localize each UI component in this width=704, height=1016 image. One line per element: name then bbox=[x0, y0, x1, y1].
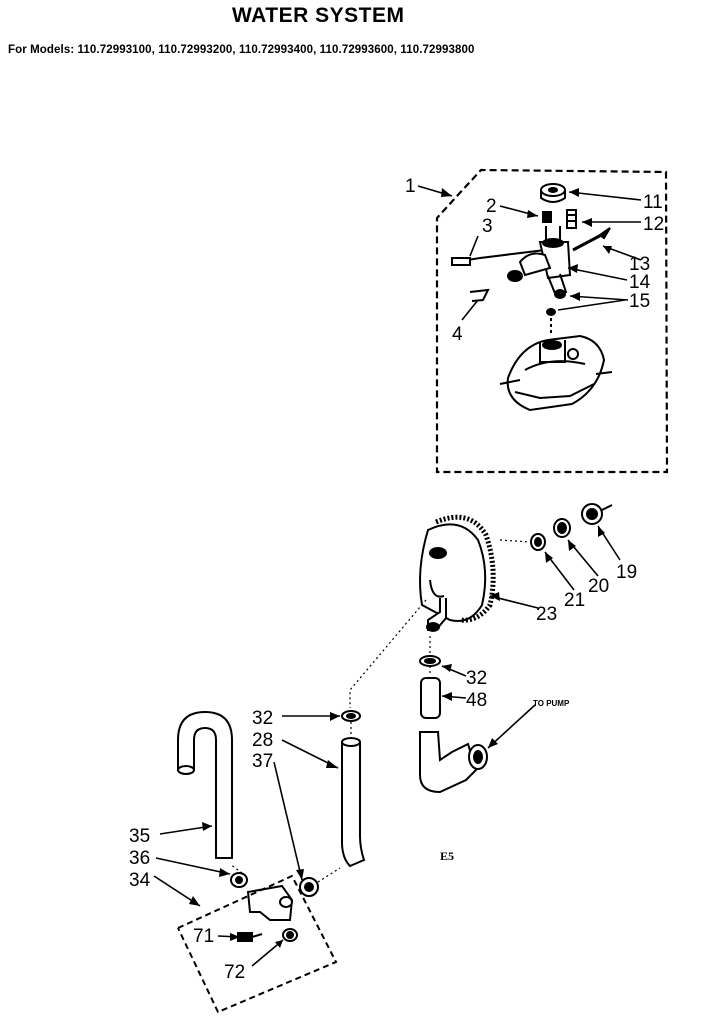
callout-23: 23 bbox=[536, 604, 557, 625]
connector-lines bbox=[229, 539, 531, 883]
callout-labels: 1 2 3 4 11 12 13 14 15 19 20 21 23 32 48… bbox=[129, 176, 664, 983]
callout-34: 34 bbox=[129, 870, 151, 891]
diagram-code: E5 bbox=[440, 849, 454, 863]
callout-21: 21 bbox=[564, 590, 585, 611]
leader-arrowheads bbox=[189, 188, 612, 948]
callout-20: 20 bbox=[588, 576, 609, 597]
callout-19: 19 bbox=[616, 562, 637, 583]
callout-35: 35 bbox=[129, 826, 150, 847]
callout-4: 4 bbox=[452, 324, 463, 345]
callout-72: 72 bbox=[224, 962, 245, 983]
hoses-drawing bbox=[177, 655, 488, 942]
assembly-1-boundary bbox=[435, 168, 669, 474]
assembly-34-boundary bbox=[177, 874, 338, 1014]
callout-1: 1 bbox=[405, 176, 416, 197]
callout-12: 12 bbox=[643, 214, 664, 235]
callout-15: 15 bbox=[629, 291, 650, 312]
valve-assembly-drawing bbox=[451, 183, 613, 412]
callout-48: 48 bbox=[466, 690, 487, 711]
callout-36: 36 bbox=[129, 848, 150, 869]
callout-71: 71 bbox=[193, 926, 214, 947]
callout-28: 28 bbox=[252, 730, 273, 751]
callout-32-right: 32 bbox=[466, 668, 487, 689]
models-line: For Models: 110.72993100, 110.72993200, … bbox=[8, 44, 475, 56]
housing-23-drawing bbox=[419, 503, 613, 632]
callout-2: 2 bbox=[486, 196, 497, 217]
callout-37: 37 bbox=[252, 751, 273, 772]
to-pump-label: TO PUMP bbox=[533, 699, 570, 708]
callout-14: 14 bbox=[629, 272, 651, 293]
page-title: WATER SYSTEM bbox=[232, 4, 405, 27]
callout-3: 3 bbox=[482, 216, 493, 237]
callout-11: 11 bbox=[643, 192, 663, 213]
callout-32-left: 32 bbox=[252, 708, 273, 729]
callout-13: 13 bbox=[629, 254, 650, 275]
